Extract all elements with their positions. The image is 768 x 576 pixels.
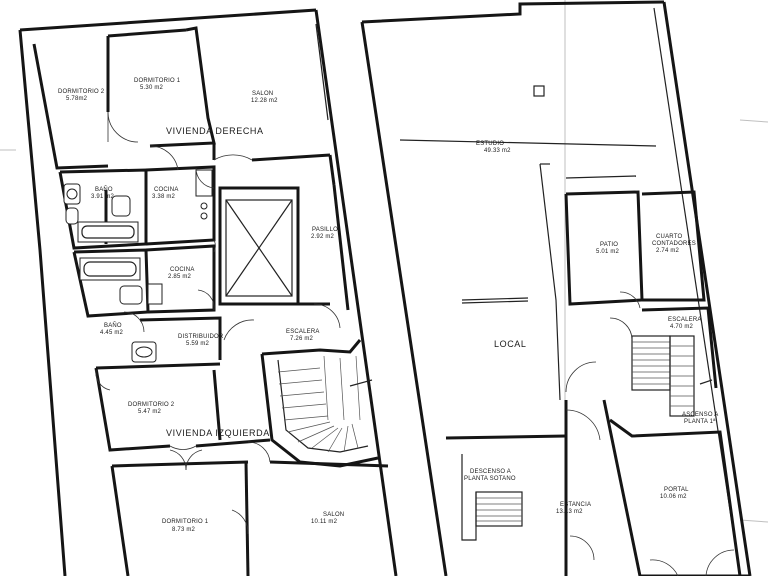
wall-bath2 [72, 248, 150, 318]
outer-wall-right [314, 9, 398, 576]
doors-ground [565, 291, 735, 576]
label-estancia-area: 13.13 m2 [556, 509, 583, 515]
wall-salon-izq-top [269, 460, 389, 468]
label-salon-der: SALON [252, 91, 273, 97]
label-pasillo: PASILLO [312, 227, 338, 233]
wall-dorm-upper [32, 43, 109, 170]
wall-lower-top [111, 460, 249, 468]
bath2-fixtures [79, 257, 157, 363]
staircase-upper [260, 339, 379, 468]
label-local: LOCAL [494, 339, 527, 349]
outer-wall-top-2 [361, 0, 665, 24]
label-dorm2-der-area: 5.78m2 [66, 96, 88, 102]
label-patio: PATIO [600, 242, 618, 248]
label-estudio-area: 49.33 m2 [484, 148, 511, 154]
outer-wall-top [19, 8, 317, 32]
label-dorm2-izq-area: 5.47 m2 [138, 409, 162, 415]
label-salon-der-area: 12.28 m2 [251, 98, 278, 104]
wall-contadores [641, 190, 706, 302]
label-cocina2-area: 2.85 m2 [168, 274, 192, 280]
label-bano1-area: 3.91 m2 [91, 194, 115, 200]
wall-salon-window [328, 154, 336, 186]
label-dorm1-izq-area: 8.73 m2 [172, 527, 196, 533]
shaft-inner [225, 199, 293, 297]
wall-local-bottom [445, 434, 567, 440]
label-salon-izq: SALON [323, 512, 344, 518]
label-cuarto-2: CONTADORES [652, 241, 696, 247]
label-escalera2: ESCALERA [668, 317, 702, 323]
wall-distribuidor-left [95, 362, 221, 370]
wall-portal [609, 418, 742, 576]
label-ascenso-1: ASCENSO A [682, 412, 718, 418]
staircase-ground [631, 335, 713, 417]
label-escalera2-area: 4.70 m2 [670, 324, 694, 330]
label-dorm1-izq: DORMITORIO 1 [162, 519, 209, 525]
wall-dorm2-izq-right [212, 369, 222, 441]
estudio-column [533, 85, 545, 97]
descent-stair [461, 454, 523, 541]
label-dorm2-der: DORMITORIO 2 [58, 89, 105, 95]
label-bano2-area: 4.45 m2 [100, 330, 124, 336]
outer-wall-right-2 [662, 1, 752, 576]
label-portal: PORTAL [664, 487, 689, 493]
wall-pasillo-right [332, 184, 350, 311]
wall-cocina1 [145, 165, 216, 246]
label-descenso-2: PLANTA SOTANO [464, 476, 516, 482]
label-cocina1-area: 3.38 m2 [152, 194, 176, 200]
estudio-beam-b [461, 300, 529, 304]
outer-wall-left-2 [360, 21, 448, 576]
label-salon-izq-area: 10.11 m2 [311, 519, 338, 525]
wall-cocina2 [145, 244, 216, 314]
label-estudio: ESTUDIO [476, 141, 504, 147]
label-distribuidor: DISTRIBUIDOR [178, 334, 224, 340]
patio-top-ledge [565, 175, 637, 179]
wall-lower-divider [244, 461, 250, 576]
label-cocina2: COCINA [170, 267, 195, 273]
wall-salon-left [149, 26, 216, 148]
label-portal-area: 10.06 m2 [660, 494, 687, 500]
kitchen2-fixtures [147, 283, 163, 305]
label-distribuidor-area: 5.59 m2 [186, 341, 210, 347]
wall-lower-left [110, 465, 130, 576]
label-bano2: BAÑO [104, 322, 122, 329]
room-labels: DORMITORIO 2 5.78m2 DORMITORIO 1 5.30 m2… [58, 78, 718, 533]
estudio-bottom [399, 139, 657, 147]
wall-dorm2-izq [94, 367, 171, 452]
wall-salon-right-inner [315, 23, 329, 121]
label-dorm1-der: DORMITORIO 1 [134, 78, 181, 84]
wall-estancia-mid [602, 399, 642, 576]
label-escalera1-area: 7.26 m2 [290, 336, 314, 342]
outer-wall-left [18, 29, 67, 576]
label-vivienda-izquierda: VIVIENDA IZQUIERDA [166, 428, 270, 438]
pilaster [539, 163, 561, 401]
label-dorm2-izq: DORMITORIO 2 [128, 402, 175, 408]
wall-salon-bottom-right [251, 153, 331, 162]
label-pasillo-area: 2.92 m2 [311, 234, 335, 240]
wall-patio [564, 190, 644, 306]
label-ascenso-2: PLANTA 1ª [684, 418, 716, 425]
ground-floor-plan [360, 0, 752, 576]
doors-upper [95, 111, 341, 535]
light-shaft [218, 186, 300, 306]
label-cuarto-1: CUARTO [656, 234, 682, 240]
wall-dorm2-izq-bottom [195, 438, 271, 448]
wall-distribuidor [139, 316, 222, 360]
label-dorm1-der-area: 5.30 m2 [140, 85, 164, 91]
label-vivienda-derecha: VIVIENDA DERECHA [166, 126, 264, 136]
label-descenso-1: DESCENSO A [470, 469, 511, 475]
label-cocina1: COCINA [154, 187, 179, 193]
upper-floor-plan [18, 8, 398, 576]
label-estancia: ESTANCIA [560, 502, 591, 508]
label-cuarto-area: 2.74 m2 [656, 248, 680, 254]
wall-dorm-top [107, 28, 187, 38]
label-escalera1: ESCALERA [286, 329, 320, 335]
wall-escalera-2 [641, 306, 718, 389]
kitchen1-fixtures [195, 169, 213, 220]
label-patio-area: 5.01 m2 [596, 249, 620, 255]
bath1-fixtures [63, 183, 139, 243]
estudio-beam [461, 297, 529, 301]
shaft-cross-b [225, 199, 293, 297]
label-bano1: BAÑO [95, 186, 113, 193]
